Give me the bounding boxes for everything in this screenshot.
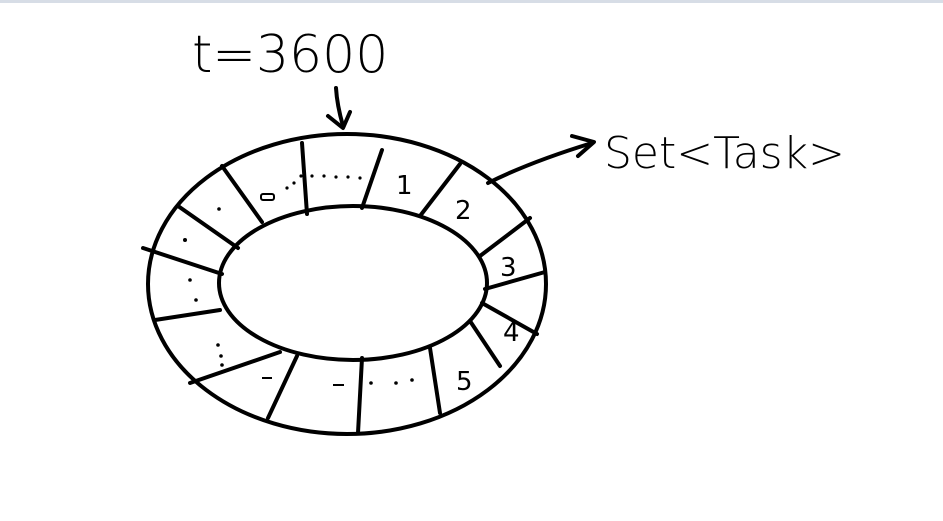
slot-dividers — [141, 141, 547, 435]
inner-ring — [217, 204, 489, 362]
ellipsis-marks — [183, 174, 414, 385]
time-label: t=3600 — [192, 25, 388, 85]
window-top-border — [0, 0, 943, 3]
small-dash-marks — [260, 193, 344, 386]
slot-label-5: 5 — [456, 367, 473, 397]
slot-label-4: 4 — [503, 318, 520, 348]
down-arrow-icon — [326, 86, 352, 130]
set-task-label: Set<Task> — [604, 128, 845, 179]
slot-label-2: 2 — [455, 196, 472, 226]
slot-label-1: 1 — [396, 171, 413, 201]
pointer-arrow-icon — [486, 134, 596, 185]
slot-label-3: 3 — [500, 253, 517, 283]
outer-ring — [146, 132, 548, 436]
